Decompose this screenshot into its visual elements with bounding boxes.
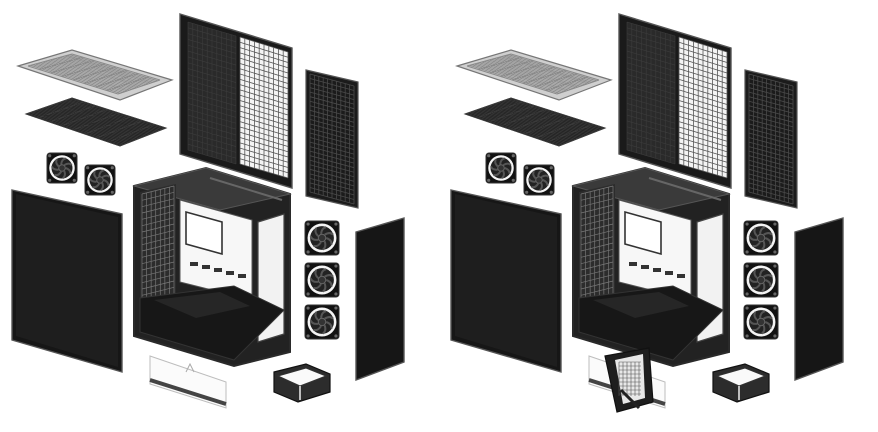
rear-mesh-panel [618, 13, 732, 189]
side-glass-panel [11, 189, 123, 373]
top-dust-panel [24, 97, 168, 147]
front-mesh-panel [305, 69, 359, 209]
front-dark-panel [355, 217, 405, 382]
front-fan-1 [743, 220, 779, 256]
bottom-glass-strip [149, 355, 227, 409]
top-fan-2 [523, 164, 555, 196]
top-fan-2 [84, 164, 116, 196]
top-dust-panel [463, 97, 607, 147]
front-mesh-panel [744, 69, 798, 209]
front-fan-1 [304, 220, 340, 256]
top-fan-1 [46, 152, 78, 184]
rear-mesh-panel [179, 13, 293, 189]
exploded-parts-svg [11, 13, 405, 409]
front-fan-3 [743, 304, 779, 340]
drive-cage [273, 363, 331, 403]
front-fan-2 [304, 262, 340, 298]
exploded-parts-svg [450, 13, 844, 413]
vertical-gpu-bracket [604, 347, 654, 413]
exploded-view-right [439, 0, 878, 432]
main-chassis [132, 166, 292, 368]
front-dark-panel [794, 217, 844, 382]
side-glass-panel [450, 189, 562, 373]
front-fan-2 [743, 262, 779, 298]
top-mesh-filter [16, 49, 174, 101]
main-chassis [571, 166, 731, 368]
drive-cage [712, 363, 770, 403]
top-mesh-filter [455, 49, 613, 101]
front-fan-3 [304, 304, 340, 340]
exploded-view-left [11, 13, 405, 409]
top-fan-1 [485, 152, 517, 184]
